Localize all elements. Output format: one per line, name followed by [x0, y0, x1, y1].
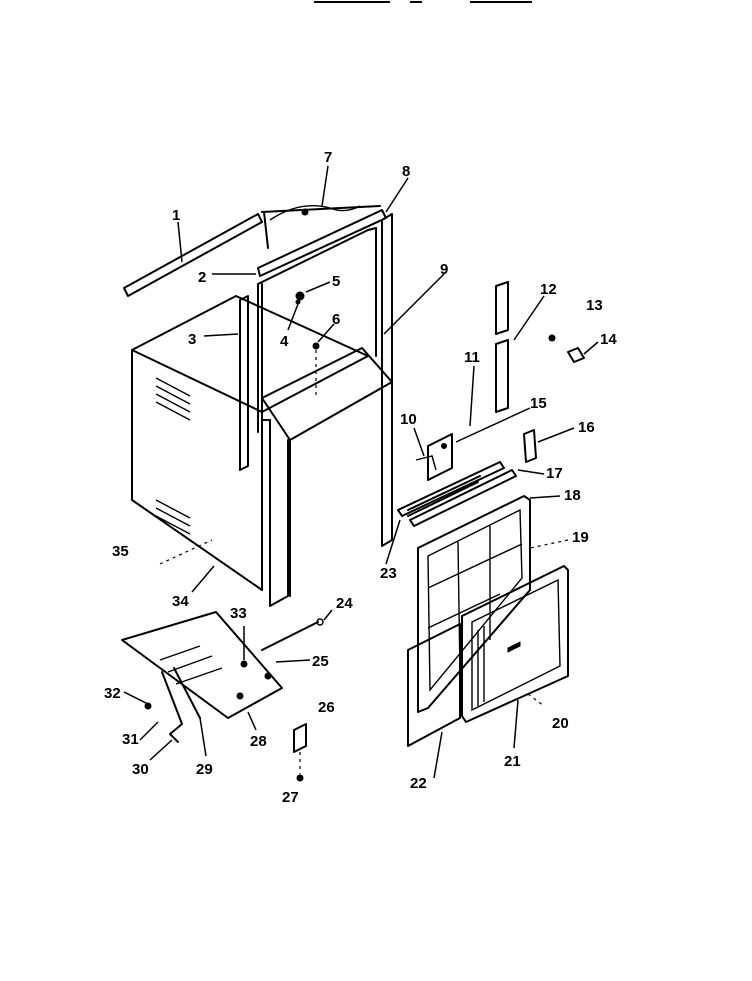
callout-29: 29	[196, 761, 213, 778]
part-28-base-plate	[121, 611, 283, 719]
part-7-top-trim	[261, 205, 381, 249]
part-2-cross-rail	[257, 209, 387, 277]
callout-15: 15	[530, 395, 547, 412]
callout-28: 28	[250, 733, 267, 750]
part-14-clip	[548, 334, 585, 363]
callout-11: 11	[464, 349, 480, 366]
part-24-rod	[261, 618, 324, 651]
leader-lines	[123, 165, 599, 779]
callout-21: 21	[504, 753, 521, 770]
callout-9: 9	[440, 261, 448, 278]
part-12-tubes	[495, 281, 509, 413]
callout-17: 17	[546, 465, 563, 482]
screws-4-5-6	[295, 291, 320, 398]
callout-32: 32	[104, 685, 121, 702]
callout-27: 27	[282, 789, 299, 806]
callout-22: 22	[410, 775, 427, 792]
callout-23: 23	[380, 565, 397, 582]
callout-3: 3	[188, 331, 196, 348]
callout-33: 33	[230, 605, 247, 622]
callout-12: 12	[540, 281, 557, 298]
callout-labels: 1 2 3 4 5 6 7 8 9 10 11 12 13 14 15 16 1…	[104, 149, 617, 806]
callout-5: 5	[332, 273, 340, 290]
part-1-top-rail	[123, 213, 263, 297]
callout-20: 20	[552, 715, 569, 732]
callout-19: 19	[572, 529, 589, 546]
part-3-left-strip	[239, 295, 249, 471]
callout-13: 13	[586, 297, 603, 314]
callout-25: 25	[312, 653, 329, 670]
callout-16: 16	[578, 419, 595, 436]
part-9-inner-panel	[261, 347, 393, 597]
callout-14: 14	[600, 331, 617, 348]
part-27-bracket	[293, 723, 307, 782]
callout-7: 7	[324, 149, 332, 166]
cabinet-louvers	[155, 377, 191, 535]
part-17-23-rails	[397, 461, 517, 527]
part-22-side-panel	[407, 623, 461, 747]
callout-34: 34	[172, 593, 189, 610]
callout-4: 4	[280, 333, 289, 350]
callout-31: 31	[122, 731, 139, 748]
part-18-grille-frame	[417, 495, 531, 713]
callout-10: 10	[400, 411, 417, 428]
callout-30: 30	[132, 761, 149, 778]
part-16-hinge-clip	[523, 429, 537, 463]
part-21-front-panel	[461, 565, 569, 723]
callout-26: 26	[318, 699, 335, 716]
callout-2: 2	[198, 269, 206, 286]
callout-18: 18	[564, 487, 581, 504]
part-10-11-15-bracket	[415, 433, 453, 481]
part-29-30-31-legs	[144, 667, 201, 743]
part-34-cabinet	[131, 295, 369, 607]
callout-8: 8	[402, 163, 410, 180]
callout-1: 1	[172, 207, 180, 224]
callout-6: 6	[332, 311, 340, 328]
callout-35: 35	[112, 543, 129, 560]
callout-24: 24	[336, 595, 353, 612]
